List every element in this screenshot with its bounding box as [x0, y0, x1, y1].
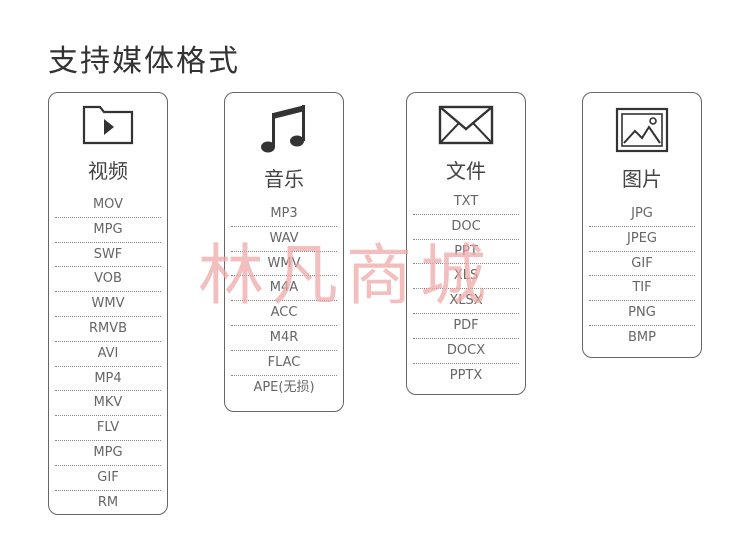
format-item: BMP — [628, 329, 656, 345]
format-item: GIF — [589, 252, 695, 277]
music-category-label: 音乐 — [264, 167, 304, 191]
format-item: MKV — [55, 391, 161, 417]
format-item: AVI — [55, 342, 161, 367]
format-item: DOC — [413, 215, 519, 240]
music-note-icon — [259, 101, 309, 161]
video-card: 视频 MOV MPG SWF VOB WMV RMVB AVI MP4 MKV … — [48, 92, 168, 515]
format-item: MP4 — [55, 367, 161, 392]
format-item: WMV — [55, 292, 161, 317]
music-card: 音乐 MP3 WAV WMV M4A ACC M4R FLAC APE(无损) — [224, 92, 344, 412]
image-card: 图片 JPG JPEG GIF TIF PNG BMP — [582, 92, 702, 358]
format-item: PPT — [413, 240, 519, 265]
folder-play-icon — [82, 103, 134, 149]
format-item: SWF — [55, 243, 161, 268]
format-item: WMV — [231, 252, 337, 277]
format-item: PPTX — [449, 367, 483, 383]
format-item: VOB — [55, 267, 161, 293]
format-item: FLV — [55, 416, 161, 441]
envelope-icon — [438, 105, 494, 149]
format-item: MPG — [55, 218, 161, 243]
format-item: MP3 — [231, 202, 337, 227]
format-item: XLS — [413, 264, 519, 290]
image-category-label: 图片 — [622, 167, 662, 191]
format-item: RMVB — [55, 317, 161, 342]
format-item: ACC — [231, 301, 337, 326]
image-format-list: JPG JPEG GIF TIF PNG BMP — [583, 202, 701, 351]
document-category-label: 文件 — [446, 159, 486, 183]
video-category-label: 视频 — [88, 159, 128, 183]
picture-icon — [615, 107, 669, 157]
format-item: DOCX — [413, 339, 519, 364]
format-item: JPEG — [589, 227, 695, 252]
page-title: 支持媒体格式 — [48, 44, 240, 79]
format-item: TIF — [589, 276, 695, 302]
format-item: PNG — [589, 301, 695, 326]
format-item: JPG — [589, 202, 695, 227]
format-item: M4R — [231, 326, 337, 351]
video-format-list: MOV MPG SWF VOB WMV RMVB AVI MP4 MKV FLV… — [49, 193, 167, 515]
format-item: M4A — [231, 276, 337, 302]
format-item: PDF — [413, 314, 519, 339]
music-format-list: MP3 WAV WMV M4A ACC M4R FLAC APE(无损) — [225, 202, 343, 400]
format-item: FLAC — [231, 351, 337, 376]
format-item: WAV — [231, 227, 337, 252]
format-item: XLSX — [413, 289, 519, 314]
format-item: TXT — [413, 190, 519, 215]
format-item: GIF — [55, 466, 161, 491]
format-item: MPG — [55, 441, 161, 466]
document-format-list: TXT DOC PPT XLS XLSX PDF DOCX PPTX — [407, 190, 525, 388]
format-item: MOV — [55, 193, 161, 218]
document-card: 文件 TXT DOC PPT XLS XLSX PDF DOCX PPTX — [406, 92, 526, 395]
format-item: APE(无损) — [253, 379, 315, 395]
format-item: RM — [97, 494, 119, 510]
